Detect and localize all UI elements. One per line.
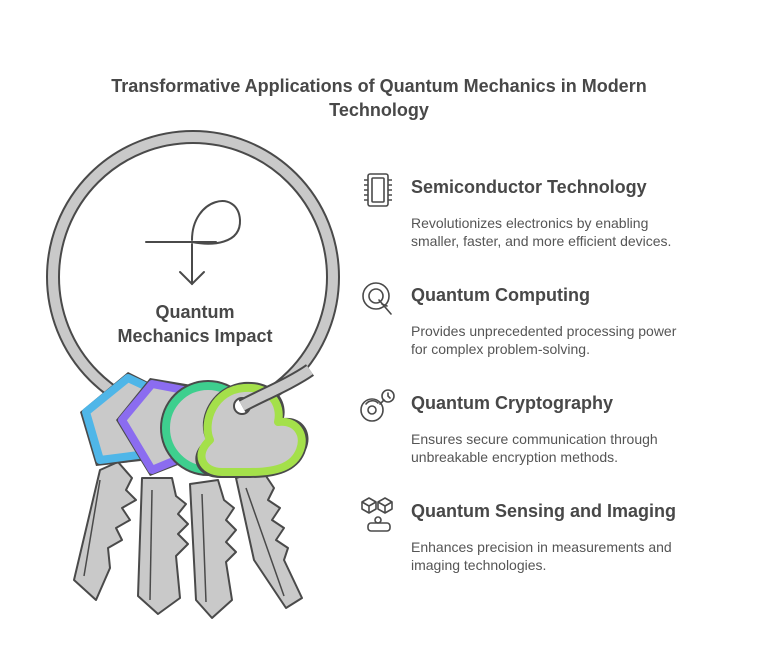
item-description-line-2: unbreakable encryption methods. bbox=[411, 449, 619, 465]
magnifier-q-icon bbox=[362, 282, 392, 315]
item-description: Enhances precision in measurements and i… bbox=[411, 538, 711, 574]
key-blade-4 bbox=[235, 469, 303, 609]
item-description-line-2: smaller, faster, and more efficient devi… bbox=[411, 233, 672, 249]
title-line-2: Technology bbox=[329, 100, 429, 120]
item-description-line-2: imaging technologies. bbox=[411, 557, 547, 573]
key-blade-1 bbox=[73, 461, 137, 601]
item-description-line-1: Revolutionizes electronics by enabling bbox=[411, 215, 649, 231]
diagram-title: Transformative Applications of Quantum M… bbox=[0, 74, 758, 122]
item-description-line-1: Provides unprecedented processing power bbox=[411, 323, 677, 339]
center-label-line-2: Mechanics Impact bbox=[117, 326, 273, 346]
gears-icon bbox=[360, 389, 395, 422]
title-line-1: Transformative Applications of Quantum M… bbox=[111, 76, 647, 96]
item-heading: Quantum Cryptography bbox=[411, 393, 614, 413]
item-description: Ensures secure communication through unb… bbox=[411, 430, 711, 466]
key-blade-2 bbox=[137, 477, 189, 615]
key-blade-3 bbox=[189, 479, 237, 619]
chip-icon bbox=[364, 173, 392, 207]
item-description: Revolutionizes electronics by enabling s… bbox=[411, 214, 711, 250]
item-heading: Quantum Sensing and Imaging bbox=[411, 501, 677, 521]
center-label: Quantum Mechanics Impact bbox=[95, 300, 295, 348]
item-description-line-1: Enhances precision in measurements and bbox=[411, 539, 672, 555]
item-description: Provides unprecedented processing power … bbox=[411, 322, 711, 358]
item-description-line-1: Ensures secure communication through bbox=[411, 431, 658, 447]
item-description-line-2: for complex problem-solving. bbox=[411, 341, 590, 357]
item-heading: Quantum Computing bbox=[411, 285, 590, 305]
quantum-symbol-icon bbox=[145, 200, 242, 286]
cubes-icon bbox=[361, 497, 393, 532]
item-heading: Semiconductor Technology bbox=[411, 177, 647, 197]
center-label-line-1: Quantum bbox=[155, 302, 235, 322]
